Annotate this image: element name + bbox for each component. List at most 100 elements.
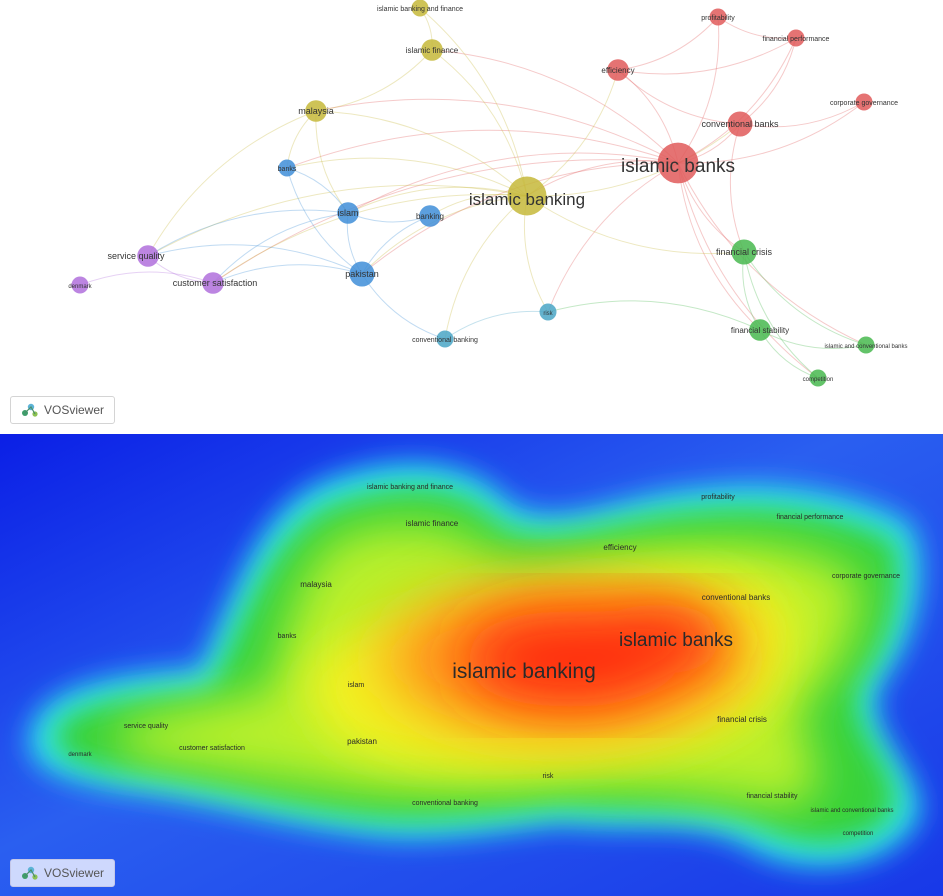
- network-node-islamic-banks[interactable]: [657, 142, 699, 184]
- network-node-customer-satisfaction[interactable]: [202, 272, 224, 294]
- network-node-risk[interactable]: [539, 303, 557, 321]
- density-label-islamic-banks[interactable]: islamic banks: [619, 630, 733, 651]
- density-label-islamic-banking-and-finance[interactable]: islamic banking and finance: [367, 484, 453, 491]
- network-nodes: [71, 0, 875, 387]
- network-link: [315, 98, 679, 164]
- density-label-risk[interactable]: risk: [543, 773, 554, 780]
- density-label-conventional-banking[interactable]: conventional banking: [412, 800, 478, 807]
- density-label-customer-satisfaction[interactable]: customer satisfaction: [179, 745, 245, 752]
- vosviewer-badge[interactable]: VOSviewer: [10, 396, 116, 424]
- density-label-pakistan[interactable]: pakistan: [347, 737, 377, 746]
- density-label-competition[interactable]: competition: [843, 831, 874, 837]
- density-canvas[interactable]: islamic banking and finance profitability…: [0, 434, 943, 896]
- density-label-service-quality[interactable]: service quality: [124, 723, 169, 730]
- network-label-banks[interactable]: banks: [278, 166, 297, 173]
- network-link: [526, 123, 741, 197]
- network-label-profitability[interactable]: profitability: [701, 15, 735, 22]
- network-link: [444, 195, 528, 340]
- density-label-financial-crisis[interactable]: financial crisis: [717, 715, 767, 724]
- network-label-islamic-finance[interactable]: islamic finance: [406, 46, 459, 55]
- density-label-financial-stability[interactable]: financial stability: [747, 793, 798, 800]
- network-node-conventional-banking[interactable]: [436, 330, 454, 348]
- density-visualization[interactable]: islamic banking and finance profitability…: [0, 434, 943, 896]
- network-link: [361, 273, 446, 340]
- network-label-denmark[interactable]: denmark: [68, 284, 92, 290]
- network-label-islamic-banking-and-finance[interactable]: islamic banking and finance: [377, 6, 463, 13]
- network-link: [431, 49, 679, 164]
- vosviewer-badge-label: VOSviewer: [44, 866, 105, 880]
- network-link: [315, 49, 433, 112]
- network-link: [212, 264, 363, 284]
- network-node-banking[interactable]: [419, 205, 441, 227]
- network-link: [743, 251, 867, 346]
- network-node-financial-crisis[interactable]: [731, 239, 757, 265]
- network-node-efficiency[interactable]: [607, 59, 629, 81]
- network-visualization[interactable]: islamic banking and finance profitability…: [0, 0, 943, 432]
- network-canvas[interactable]: islamic banking and finance profitability…: [0, 0, 943, 432]
- density-label-islamic-finance[interactable]: islamic finance: [406, 519, 459, 528]
- network-node-pakistan[interactable]: [349, 261, 375, 287]
- density-label-malaysia[interactable]: malaysia: [300, 580, 332, 589]
- network-label-islamic-banks[interactable]: islamic banks: [621, 156, 735, 177]
- network-label-financial-stability[interactable]: financial stability: [731, 326, 789, 335]
- network-label-islamic-and-conventional-banks[interactable]: islamic and conventional banks: [824, 344, 907, 350]
- density-label-banks[interactable]: banks: [278, 633, 297, 640]
- network-label-risk[interactable]: risk: [543, 311, 553, 317]
- network-label-islamic-banking[interactable]: islamic banking: [469, 190, 585, 209]
- vosviewer-badge-label: VOSviewer: [44, 403, 105, 417]
- density-label-islam[interactable]: islam: [348, 682, 365, 689]
- network-label-conventional-banking[interactable]: conventional banking: [412, 337, 478, 344]
- network-label-financial-performance[interactable]: financial performance: [763, 36, 830, 43]
- network-label-customer-satisfaction[interactable]: customer satisfaction: [173, 278, 258, 288]
- network-link: [677, 162, 761, 331]
- network-label-conventional-banks[interactable]: conventional banks: [701, 119, 779, 129]
- network-link: [729, 123, 745, 253]
- network-node-competition[interactable]: [809, 369, 827, 387]
- network-link: [347, 186, 528, 214]
- network-link: [739, 101, 865, 128]
- network-node-islamic-banking-and-finance[interactable]: [411, 0, 429, 17]
- network-node-banks[interactable]: [278, 159, 296, 177]
- density-label-efficiency[interactable]: efficiency: [603, 543, 636, 552]
- density-red: [460, 604, 730, 707]
- network-node-profitability[interactable]: [709, 8, 727, 26]
- density-label-conventional-banks[interactable]: conventional banks: [702, 593, 771, 602]
- network-label-financial-crisis[interactable]: financial crisis: [716, 247, 773, 257]
- network-link: [347, 152, 679, 214]
- network-label-pakistan[interactable]: pakistan: [345, 269, 379, 279]
- network-node-financial-stability[interactable]: [749, 319, 771, 341]
- network-label-islam[interactable]: islam: [337, 208, 358, 218]
- network-link: [677, 162, 867, 346]
- network-node-malaysia[interactable]: [305, 100, 327, 122]
- density-label-corporate-governance[interactable]: corporate governance: [832, 573, 900, 580]
- network-node-islamic-and-conventional-banks[interactable]: [857, 336, 875, 354]
- network-link: [431, 49, 528, 197]
- network-node-denmark[interactable]: [71, 276, 89, 294]
- network-link: [212, 194, 528, 284]
- network-label-competition[interactable]: competition: [803, 377, 834, 383]
- network-label-service-quality[interactable]: service quality: [107, 251, 165, 261]
- density-label-denmark[interactable]: denmark: [68, 752, 92, 758]
- density-label-islamic-banking[interactable]: islamic banking: [452, 660, 596, 683]
- network-node-conventional-banks[interactable]: [727, 111, 753, 137]
- network-node-islam[interactable]: [337, 202, 359, 224]
- density-label-financial-performance[interactable]: financial performance: [777, 514, 844, 521]
- network-label-banking[interactable]: banking: [416, 212, 444, 221]
- network-node-financial-performance[interactable]: [787, 29, 805, 47]
- density-label-profitability[interactable]: profitability: [701, 494, 735, 501]
- network-node-service-quality[interactable]: [137, 245, 159, 267]
- network-link: [617, 37, 797, 75]
- network-node-corporate-governance[interactable]: [855, 93, 873, 111]
- network-label-corporate-governance[interactable]: corporate governance: [830, 100, 898, 107]
- network-label-malaysia[interactable]: malaysia: [298, 106, 334, 116]
- density-label-islamic-and-conventional-banks[interactable]: islamic and conventional banks: [810, 808, 893, 814]
- network-link: [212, 212, 349, 284]
- network-link: [743, 251, 819, 379]
- network-node-islamic-finance[interactable]: [421, 39, 443, 61]
- network-link: [147, 209, 349, 257]
- network-link: [526, 195, 745, 255]
- network-label-efficiency[interactable]: efficiency: [601, 66, 634, 75]
- network-node-islamic-banking[interactable]: [507, 176, 547, 216]
- network-link: [547, 162, 679, 313]
- vosviewer-badge-density[interactable]: VOSviewer: [10, 859, 116, 887]
